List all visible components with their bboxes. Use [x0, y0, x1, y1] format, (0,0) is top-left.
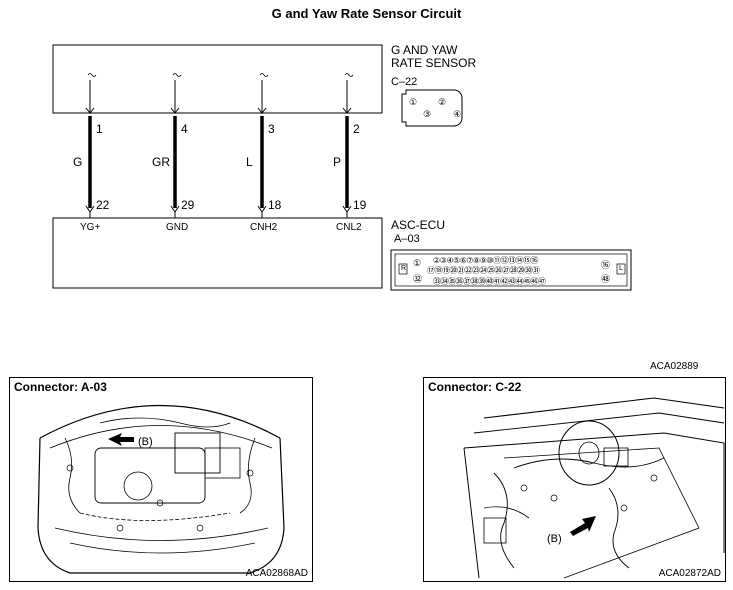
sensor-connector-pin-2: ② — [438, 97, 447, 107]
ecu-connector-left-bottom: ㉜ — [413, 274, 423, 284]
ecu-terminal-label: GND — [166, 222, 189, 233]
connector-a03-panel: Connector: A-03 (B) ACA02868AD — [9, 377, 313, 582]
panel-figure-code: ACA02868AD — [245, 568, 308, 579]
sensor-connector-graphic — [401, 89, 463, 127]
callout-label: (B) — [547, 533, 562, 545]
ecu-connector-side-left: R — [401, 265, 407, 272]
ecu-connector-row-1: ②③④⑤⑥⑦⑧⑨⑩⑪⑫⑬⑭⑮⑯ — [433, 256, 539, 265]
wire-color-label: P — [333, 155, 342, 169]
ecu-pin-number: 22 — [96, 198, 110, 212]
circuit-diagram — [52, 44, 632, 291]
callout-arrow-icon — [570, 516, 596, 536]
sensor-pin-number: 2 — [353, 122, 360, 136]
ecu-connector-label: A–03 — [394, 233, 420, 245]
wire-color-label: L — [246, 155, 253, 169]
sensor-connector-pin-3: ③ — [423, 109, 432, 119]
sensor-box — [52, 44, 383, 114]
panel-title: Connector: C-22 — [428, 380, 522, 394]
wire-g — [85, 73, 97, 218]
sensor-pin-number: 3 — [268, 122, 275, 136]
ecu-pin-number: 18 — [268, 198, 282, 212]
ecu-terminal-label: CNH2 — [250, 222, 278, 233]
ecu-connector-row-2: ⑰⑱⑲⑳㉑㉒㉓㉔㉕㉖㉗㉘㉙㉚㉛ — [427, 266, 540, 275]
wire-p — [342, 73, 354, 218]
ecu-connector-left-top: ① — [413, 258, 422, 268]
sensor-pin-number: 4 — [181, 122, 188, 136]
diagram-title: G and Yaw Rate Sensor Circuit — [271, 6, 462, 21]
ecu-terminal-label: CNL2 — [336, 222, 362, 233]
engine-bay-illustration — [37, 405, 285, 574]
sensor-connector-pin-1: ① — [409, 97, 418, 107]
figure-code: ACA02889 — [650, 361, 699, 372]
wire-color-label: G — [73, 155, 83, 169]
panel-title: Connector: A-03 — [14, 380, 107, 394]
ecu-pin-number: 19 — [353, 198, 367, 212]
wire-color-label: GR — [152, 155, 170, 169]
dashboard-illustration — [463, 397, 725, 579]
ecu-connector-graphic — [390, 249, 632, 291]
ecu-terminal-label: YG+ — [80, 222, 101, 233]
callout-label: (B) — [138, 436, 153, 448]
ecu-box — [52, 217, 383, 289]
connector-c22-panel: Connector: C-22 (B) ACA02872AD — [423, 377, 726, 582]
sensor-pin-number: 1 — [96, 122, 103, 136]
ecu-name: ASC-ECU — [391, 218, 446, 232]
wire-l — [257, 73, 269, 218]
ecu-connector-right-bottom: ㊽ — [601, 274, 611, 284]
sensor-connector-label: C–22 — [391, 76, 418, 88]
ecu-connector-row-3: ㉝㉞㉟㊱㊲㊳㊴㊵㊶㊷㊸㊹㊺㊻㊼ — [433, 277, 546, 286]
sensor-name-line2: RATE SENSOR — [391, 56, 477, 70]
ecu-pin-number: 29 — [181, 198, 195, 212]
ecu-connector-side-right: L — [619, 265, 623, 272]
callout-arrow-icon — [108, 433, 134, 446]
ecu-connector-right-top: ⑯ — [601, 260, 611, 270]
sensor-connector-pin-4: ④ — [453, 109, 462, 119]
panel-figure-code: ACA02872AD — [658, 568, 721, 579]
wire-gr — [170, 73, 182, 218]
sensor-name-line1: G AND YAW — [391, 43, 458, 57]
